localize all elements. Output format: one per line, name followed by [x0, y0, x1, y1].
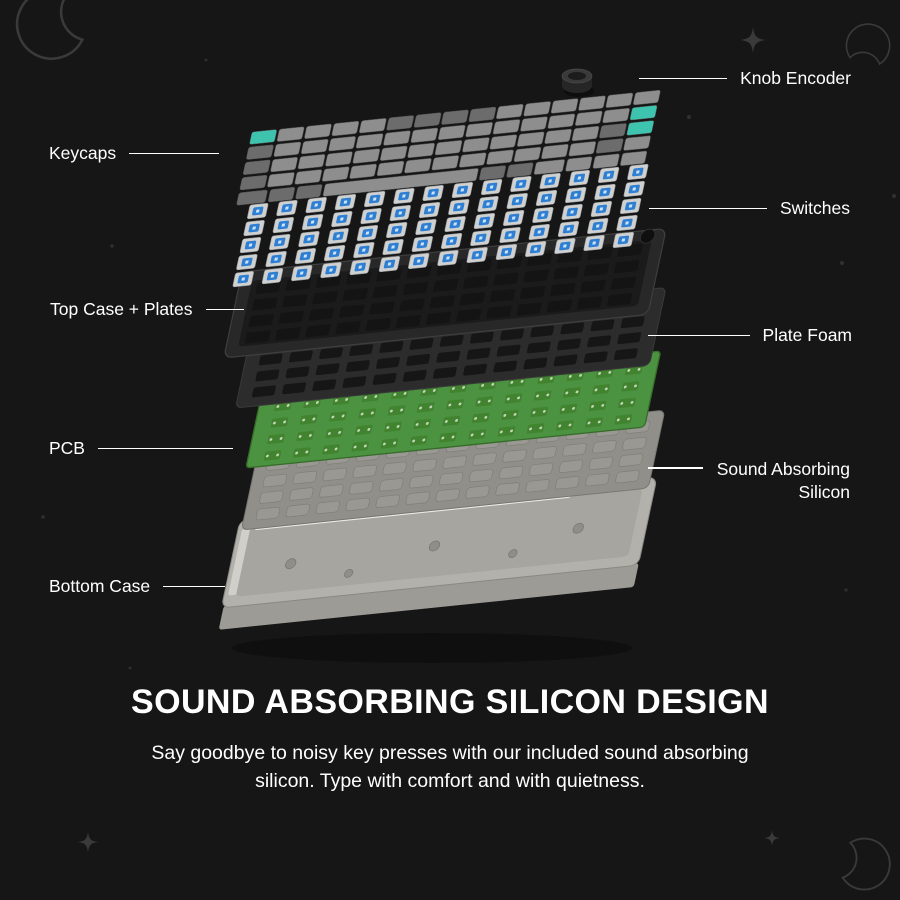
crescent-moon-icon [8, 0, 87, 68]
sparkle-star-icon [740, 27, 766, 53]
connector-line [648, 207, 767, 210]
connector-line [129, 152, 220, 155]
star-dot-icon [128, 666, 132, 670]
connector-line [97, 447, 233, 450]
label-text: PCB [49, 438, 85, 458]
label-switches: Switches [648, 198, 850, 219]
sparkle-star-icon [77, 831, 99, 853]
keyboard-shadow [232, 633, 632, 663]
label-plate-foam: Plate Foam [647, 325, 852, 346]
sound-absorbing-silicon-layer [242, 410, 665, 530]
star-dot-icon [687, 115, 691, 119]
connector-line [647, 334, 750, 337]
label-sound-absorbing-silicon: Sound Absorbing Silicon [648, 458, 850, 504]
label-top-case-plates: Top Case + Plates [50, 299, 244, 320]
label-text: Bottom Case [49, 576, 151, 596]
star-dot-icon [844, 588, 848, 592]
label-text: Knob Encoder [740, 68, 851, 88]
star-dot-icon [892, 194, 896, 198]
label-pcb: PCB [49, 438, 233, 459]
star-dot-icon [840, 261, 844, 265]
connector-line [639, 77, 728, 80]
star-dot-icon [41, 515, 45, 519]
star-dot-icon [110, 244, 114, 248]
label-keycaps: Keycaps [49, 143, 220, 164]
label-text: Plate Foam [762, 325, 852, 345]
caption-title: SOUND ABSORBING SILICON DESIGN [131, 683, 769, 721]
keycaps-layer [236, 89, 661, 206]
caption-body: Say goodbye to noisy key presses with ou… [151, 742, 749, 793]
crescent-moon-icon [842, 18, 896, 68]
top-case-layer [224, 228, 666, 358]
caption-block: SOUND ABSORBING SILICON DESIGN Say goodb… [0, 683, 900, 796]
sparkle-star-icon [763, 829, 781, 847]
label-text: Switches [779, 198, 850, 218]
label-bottom-case: Bottom Case [49, 576, 226, 597]
label-knob-encoder: Knob Encoder [639, 68, 851, 89]
connector-line [163, 585, 226, 588]
label-text: Sound Absorbing Silicon [716, 459, 850, 502]
crescent-moon-icon [838, 833, 897, 897]
switches-layer [232, 163, 649, 288]
star-dot-icon [204, 58, 208, 62]
connector-line [205, 308, 244, 311]
label-text: Top Case + Plates [50, 299, 193, 319]
connector-line [648, 467, 703, 469]
knob-encoder [561, 68, 594, 97]
label-text: Keycaps [49, 143, 117, 163]
decorations [8, 0, 897, 897]
